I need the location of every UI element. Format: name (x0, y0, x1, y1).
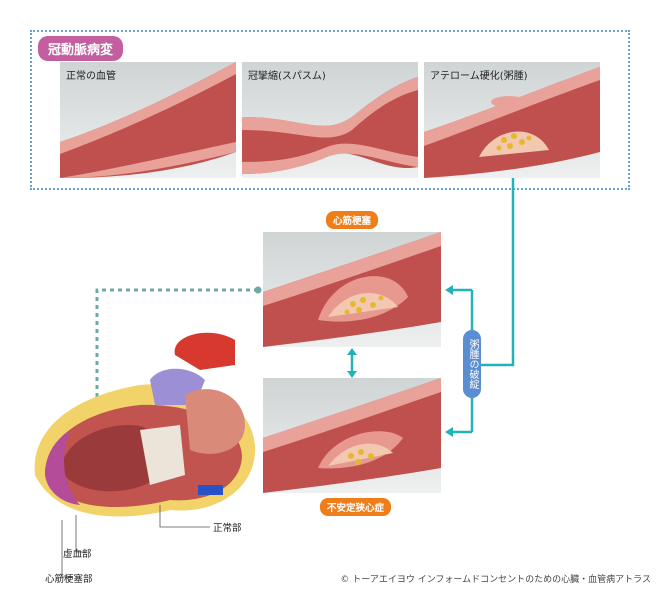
coronary-lesion-frame (30, 30, 630, 190)
section-title: 冠動脈病変 (38, 36, 124, 61)
panel-atheroma: アテローム硬化(粥腫) (424, 62, 600, 178)
label-ischemic-area: 虚血部 (63, 549, 92, 560)
panel-normal-vessel: 正常の血管 (60, 62, 236, 178)
heart-cross-section-illustration (34, 332, 256, 517)
atheroma-vessel-illustration (424, 67, 600, 178)
panel-label: 冠攣縮(スパスム) (248, 71, 326, 82)
normal-vessel-illustration (60, 62, 236, 178)
ruptured-plaque-thrombus-illustration (263, 232, 441, 347)
panel-label: アテローム硬化(粥腫) (430, 71, 528, 82)
plaque-rupture-label: 粥腫の破綻 (463, 330, 481, 398)
ruptured-plaque-illustration (263, 378, 441, 493)
label-infarct-area: 心筋梗塞部 (45, 574, 93, 585)
panel-spasm: 冠攣縮(スパスム) (242, 62, 418, 178)
panel-infarction-vessel (263, 232, 441, 347)
spasm-vessel-illustration (242, 77, 418, 174)
copyright-text: © トーアエイヨウ インフォームドコンセントのための心臓・血管病アトラス (340, 575, 651, 585)
panel-label: 正常の血管 (66, 71, 116, 82)
label-normal-area: 正常部 (213, 523, 242, 534)
panel-unstable-angina-vessel (263, 378, 441, 493)
badge-myocardial-infarction: 心筋梗塞 (326, 211, 379, 229)
badge-unstable-angina: 不安定狭心症 (320, 498, 392, 516)
